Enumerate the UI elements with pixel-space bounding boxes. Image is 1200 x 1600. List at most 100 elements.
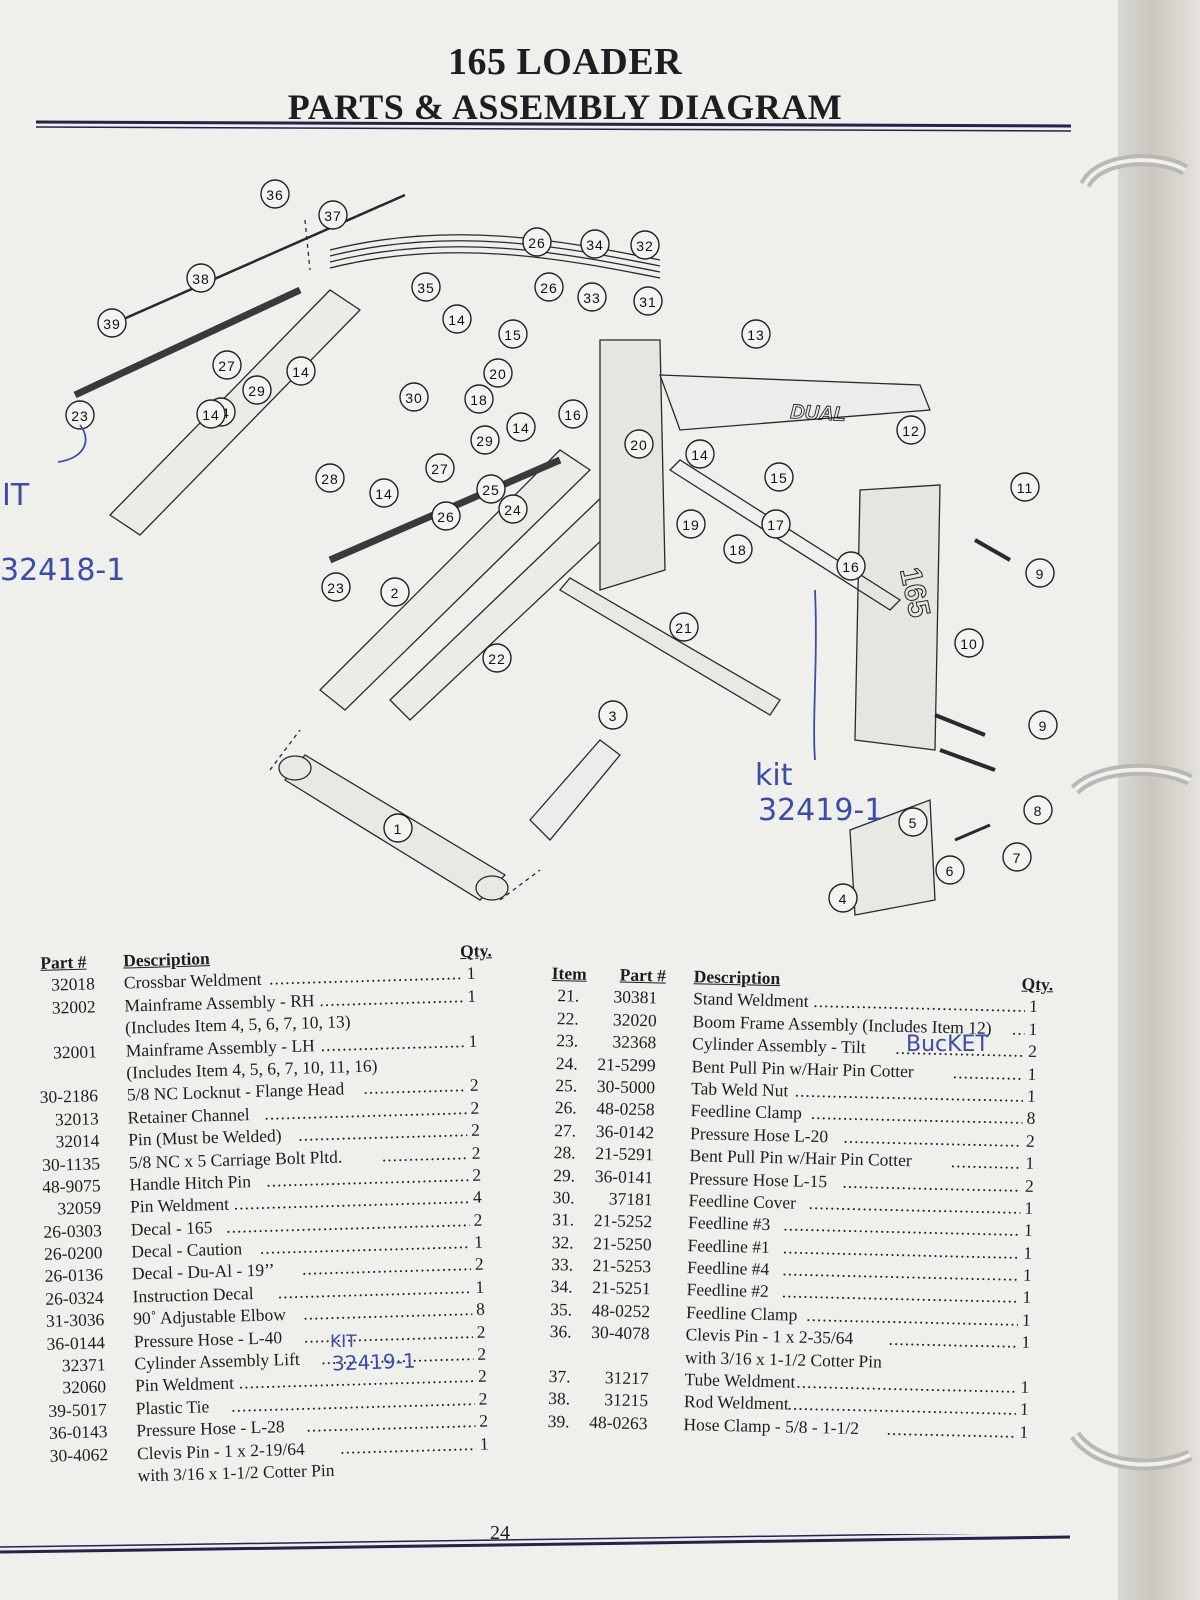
callout-number: 28	[321, 471, 339, 487]
part-qty: 2	[477, 1365, 488, 1387]
part-number: 37181	[608, 1188, 653, 1210]
callout-number: 3	[609, 708, 618, 724]
callout-7: 7	[1002, 842, 1032, 872]
part-number: 30-5000	[596, 1076, 656, 1098]
callout-circle	[442, 304, 472, 334]
callout-number: 11	[1017, 480, 1034, 496]
callout-14: 14	[442, 304, 472, 334]
part-qty: 1	[473, 1231, 484, 1252]
part-description: Pin Weldment	[134, 1373, 235, 1396]
callout-19: 19	[676, 509, 706, 539]
binder-ring-top	[1080, 154, 1189, 189]
callout-9: 9	[1028, 710, 1058, 740]
item-number: 29.	[553, 1164, 576, 1186]
callout-23: 23	[321, 572, 351, 602]
callout-39: 39	[97, 308, 127, 338]
callout-20: 20	[624, 429, 654, 459]
part-number-header-right: Part #	[619, 964, 667, 986]
callout-number: 37	[324, 208, 342, 224]
callout-circle	[65, 400, 95, 430]
callout-circle	[482, 643, 512, 673]
callout-number: 26	[437, 509, 455, 525]
item-number: 34.	[550, 1276, 573, 1298]
callout-number: 12	[902, 423, 920, 439]
callout-number: 5	[909, 815, 918, 831]
binder-ring-bottom	[1070, 1431, 1193, 1471]
callout-10: 10	[954, 628, 984, 658]
callout-circle	[1025, 558, 1055, 588]
part-description: with 3/16 x 1-1/2 Cotter Pin	[137, 1459, 335, 1486]
callout-33: 33	[577, 282, 607, 312]
callout-number: 18	[729, 542, 747, 558]
callout-circle	[723, 534, 753, 564]
callout-number: 27	[218, 358, 236, 374]
header-rule	[36, 120, 1071, 132]
part-number: 31217	[604, 1367, 649, 1389]
part-description: Rod Weldment	[683, 1391, 789, 1414]
part-number: 30-4078	[591, 1322, 650, 1344]
part-qty: 4	[472, 1186, 483, 1208]
callout-circle	[286, 356, 316, 386]
part-number: 30-2186	[39, 1085, 99, 1108]
callout-number: 30	[405, 390, 423, 406]
callout-circle	[464, 384, 494, 414]
part-number: 32002	[51, 996, 96, 1018]
part-qty: 1	[1028, 1018, 1038, 1039]
callout-number: 32	[636, 238, 654, 254]
callout-number: 39	[103, 316, 121, 332]
handwritten-kit-table: KIT	[330, 1332, 357, 1352]
callout-27: 27	[212, 350, 242, 380]
part-description: Feedline #4	[686, 1257, 770, 1280]
part-qty: 1	[467, 985, 477, 1006]
callout-circle	[506, 412, 536, 442]
part-number: 30-4062	[49, 1443, 109, 1466]
callout-circle	[380, 577, 410, 607]
part-qty: 2	[1024, 1175, 1035, 1196]
part-qty: 2	[470, 1097, 480, 1118]
callout-number: 20	[630, 437, 648, 453]
part-qty: 2	[1025, 1130, 1036, 1151]
callout-29: 29	[242, 375, 272, 405]
callout-circle	[898, 807, 928, 837]
item-number: 28.	[553, 1142, 576, 1163]
item-number: 33.	[551, 1254, 574, 1275]
callout-circle	[685, 439, 715, 469]
callout-13: 13	[741, 319, 771, 349]
callout-16: 16	[836, 551, 866, 581]
part-number: 36-0141	[594, 1165, 654, 1187]
callout-number: 4	[839, 891, 848, 907]
part-number: 48-9075	[41, 1175, 101, 1197]
callout-number: 14	[691, 447, 709, 463]
part-number: 30381	[613, 986, 658, 1008]
callout-number: 22	[488, 651, 506, 667]
callout-circle	[1023, 795, 1053, 825]
callout-14: 14	[286, 356, 316, 386]
callout-29: 29	[470, 425, 500, 455]
part-number: 26-0303	[43, 1219, 103, 1242]
part-description: Feedline Clamp	[690, 1100, 803, 1124]
callout-6: 6	[935, 855, 965, 885]
callout-26: 26	[522, 227, 552, 257]
item-number: 35.	[550, 1298, 573, 1320]
callout-circle	[669, 612, 699, 642]
callout-circle	[935, 855, 965, 885]
callout-circle	[1010, 472, 1040, 502]
callout-30: 30	[399, 382, 429, 412]
callout-circle	[431, 501, 461, 531]
callout-circle	[498, 319, 528, 349]
leader-dots: ........................................…	[950, 1151, 1022, 1175]
callout-number: 16	[564, 407, 582, 423]
part-number: 32018	[50, 973, 96, 995]
callout-circle	[483, 358, 513, 388]
part-qty: 2	[471, 1142, 481, 1163]
dual-logo: DUAL	[790, 401, 847, 426]
part-description: Pin Weldment	[129, 1194, 230, 1217]
callout-number: 17	[767, 517, 785, 533]
callout-circle	[186, 263, 216, 293]
callout-35: 35	[411, 272, 441, 302]
part-number: 48-0263	[589, 1411, 648, 1434]
part-qty: 2	[478, 1388, 488, 1409]
callout-number: 14	[292, 364, 310, 380]
handwritten-kit-word: kit	[755, 758, 793, 793]
part-number: 21-5253	[592, 1255, 652, 1277]
